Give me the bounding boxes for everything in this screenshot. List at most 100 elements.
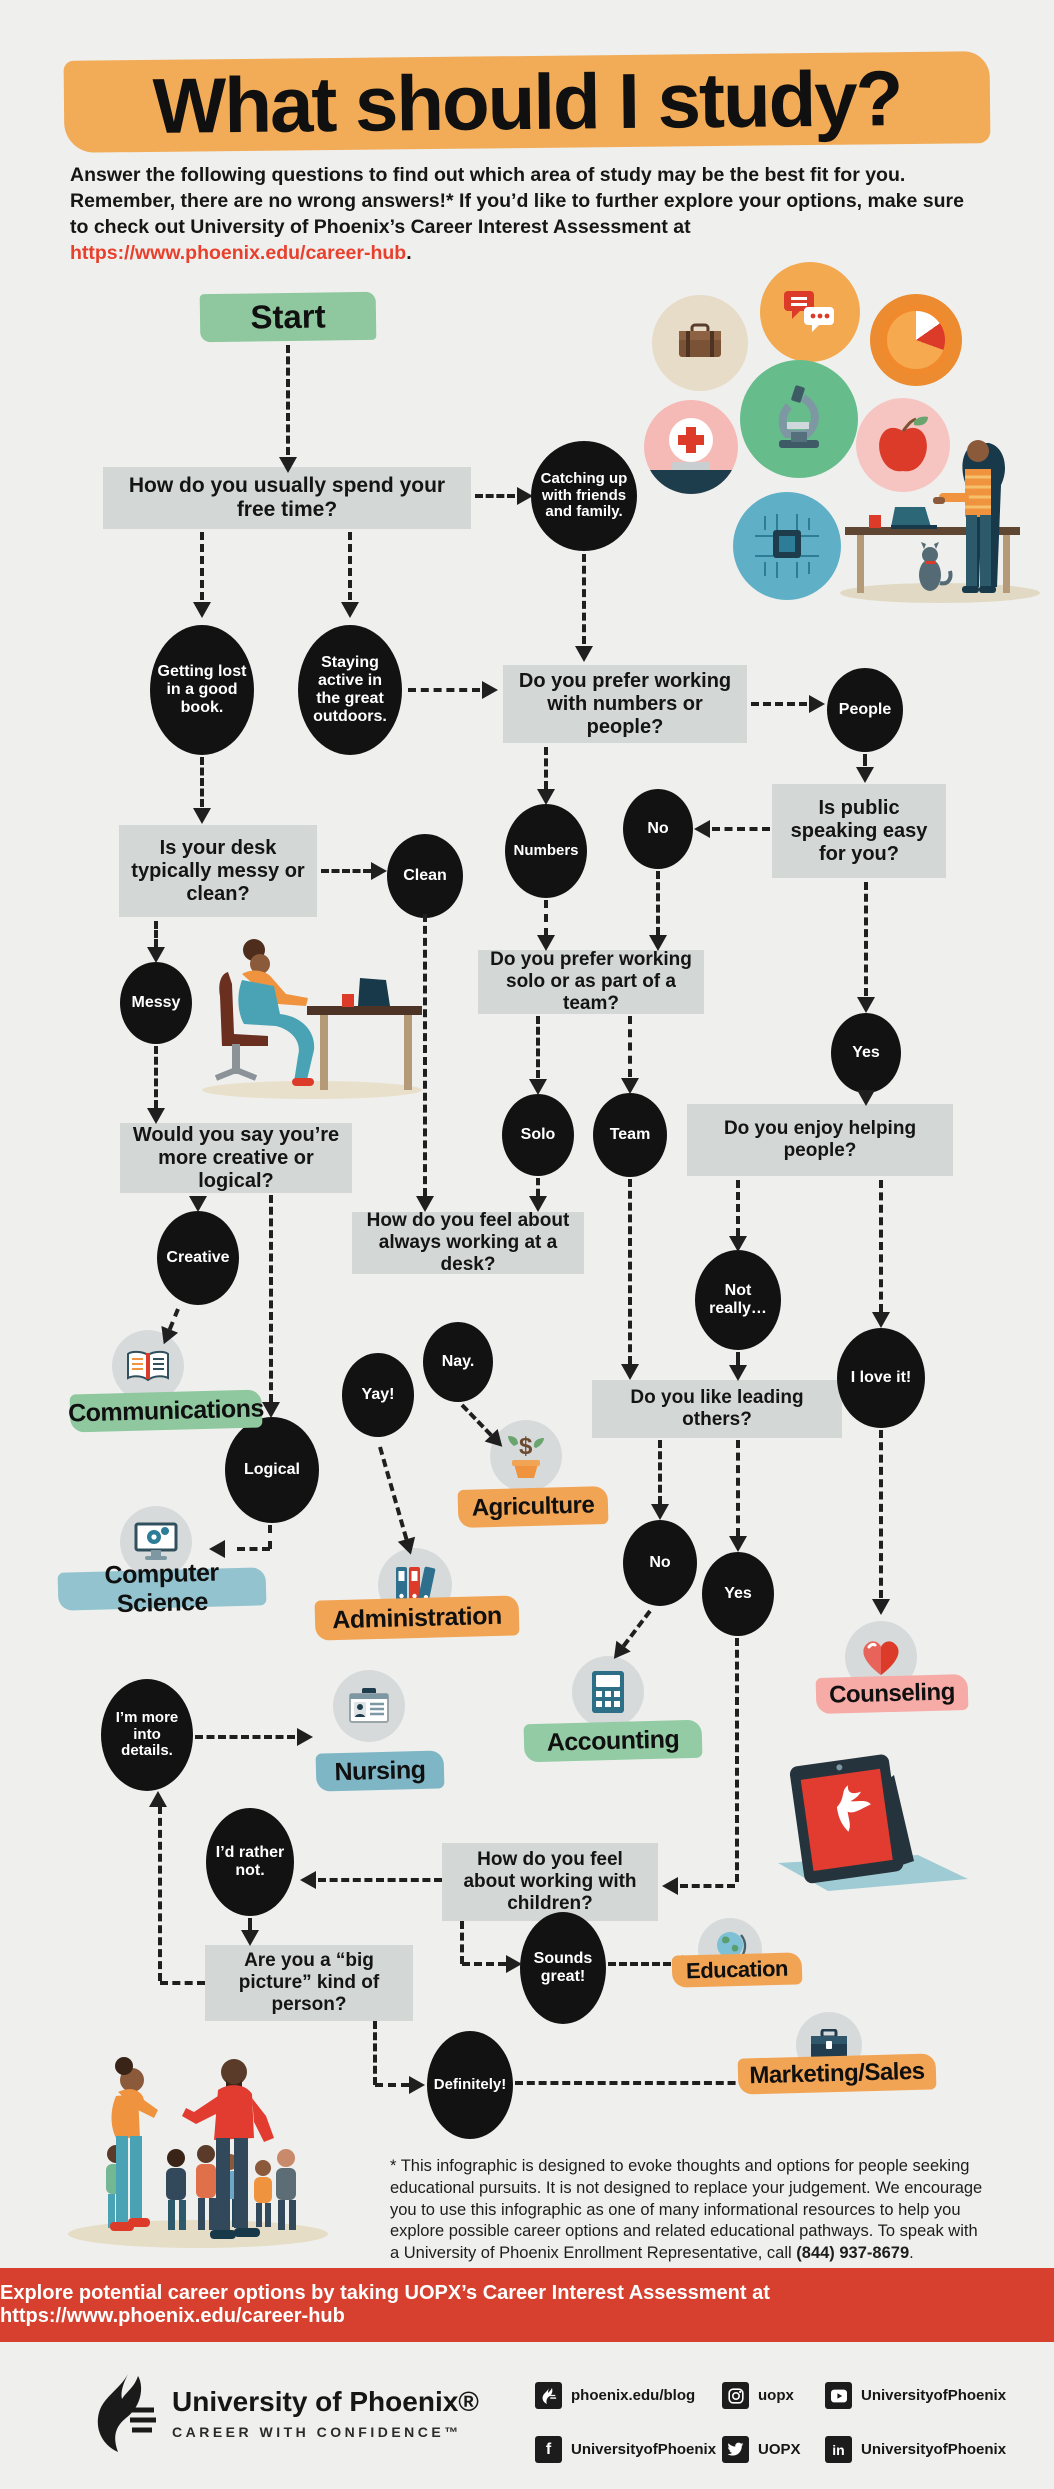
microscope-icon: [778, 385, 819, 448]
answer-solo: Solo: [502, 1094, 574, 1176]
social-linkedin-label: UniversityofPhoenix: [861, 2441, 1007, 2458]
monitor-gear-icon: [134, 1522, 178, 1560]
question-creative-or-logical: Would you say you’re more creative or lo…: [120, 1123, 352, 1193]
social-blog-label: phoenix.edu/blog: [571, 2387, 696, 2404]
disclaimer-body: * This infographic is designed to evoke …: [390, 2157, 983, 2263]
question-desk-messy-clean: Is your desk typically messy or clean?: [119, 825, 317, 917]
briefcase-bubble: [652, 295, 748, 391]
title-highlight: What should I study?: [63, 51, 991, 153]
chip-icon: [755, 514, 819, 578]
answer-getting-lost: Getting lost in a good book.: [150, 625, 254, 755]
question-numbers-or-people: Do you prefer working with numbers or pe…: [503, 665, 747, 743]
outcome-computer-science: Computer Science: [57, 1559, 267, 1618]
id-badge-icon: [349, 1688, 389, 1723]
no-to-accounting-arrow: [606, 1606, 657, 1665]
answer-yay: Yay!: [342, 1353, 414, 1437]
open-book-icon: [127, 1350, 169, 1382]
apple-bubble: [856, 398, 950, 492]
accounting-icon-circle: [572, 1656, 644, 1728]
binders-icon: [396, 1566, 436, 1604]
social-twitter-label: UOPX: [758, 2441, 801, 2458]
communications-icon-circle: [112, 1330, 184, 1402]
outcome-communications: Communications: [68, 1389, 264, 1433]
social-youtube-label: UniversityofPhoenix: [861, 2387, 1007, 2404]
question-solo-or-team: Do you prefer working solo or as part of…: [478, 949, 704, 1014]
nursing-icon-circle: [333, 1670, 405, 1742]
linkedin-icon: in: [825, 2436, 852, 2463]
foreground-woman: [110, 2057, 158, 2231]
answer-more-details: I’m more into details.: [101, 1679, 193, 1791]
answer-sounds-great: Sounds great!: [520, 1912, 606, 2024]
answer-logical: Logical: [225, 1417, 319, 1523]
outcome-accounting: Accounting: [523, 1719, 703, 1763]
intro-text: Answer the following questions to find o…: [70, 164, 964, 239]
tablet-illustration: [778, 1754, 968, 1891]
facebook-icon: f: [535, 2436, 562, 2463]
brand-tagline: CAREER WITH CONFIDENCE™: [172, 2424, 462, 2440]
start-label: Start: [199, 291, 377, 343]
question-public-speaking: Is public speaking easy for you?: [772, 784, 946, 878]
social-instagram[interactable]: uopx: [722, 2382, 794, 2409]
answer-no-leading: No: [623, 1520, 697, 1606]
agriculture-icon-circle: $: [490, 1420, 562, 1492]
answer-nay: Nay.: [423, 1322, 493, 1402]
answer-team: Team: [593, 1093, 667, 1177]
answer-staying-active: Staying active in the great outdoors.: [298, 625, 402, 755]
intro-suffix: .: [406, 242, 412, 265]
question-helping-people: Do you enjoy helping people?: [687, 1104, 953, 1176]
svg-text:$: $: [519, 1433, 533, 1460]
medical-bubble: [644, 400, 738, 494]
pie-chart-icon: [881, 305, 951, 375]
outcome-administration: Administration: [314, 1595, 520, 1641]
calculator-icon: [592, 1671, 624, 1713]
social-blog[interactable]: phoenix.edu/blog: [535, 2382, 695, 2409]
answer-not-really: Not really…: [695, 1250, 781, 1350]
outcome-agriculture: Agriculture: [457, 1486, 609, 1528]
social-twitter[interactable]: UOPX: [722, 2436, 801, 2463]
computer-science-icon-circle: [120, 1506, 192, 1578]
medical-cross-icon: [644, 418, 738, 494]
briefcase-icon: [679, 323, 721, 357]
answer-numbers: Numbers: [505, 804, 587, 898]
instagram-icon: [722, 2382, 749, 2409]
answer-i-love-it: I love it!: [837, 1328, 925, 1428]
career-hub-link[interactable]: https://www.phoenix.edu/career-hub: [70, 242, 407, 265]
cta-banner[interactable]: Explore potential career options by taki…: [0, 2268, 1054, 2342]
answer-clean: Clean: [387, 834, 463, 918]
twitter-icon: [722, 2436, 749, 2463]
apple-icon: [879, 416, 928, 472]
answer-yes-public-speaking: Yes: [831, 1013, 901, 1093]
chat-icon: [784, 291, 834, 332]
phoenix-blog-icon: [535, 2382, 562, 2409]
social-linkedin[interactable]: in UniversityofPhoenix: [825, 2436, 1006, 2463]
heart-icon: [863, 1641, 899, 1675]
question-big-picture: Are you a “big picture” kind of person?: [205, 1945, 413, 2021]
plant-dollar-icon: $: [508, 1433, 544, 1478]
phone-number: (844) 937-8679: [796, 2244, 910, 2263]
foreground-man: [182, 2059, 274, 2239]
question-free-time: How do you usually spend your free time?: [103, 467, 471, 529]
question-working-with-children: How do you feel about working with child…: [442, 1843, 658, 1921]
answer-messy: Messy: [120, 962, 192, 1044]
creative-to-communications-arrow: [155, 1306, 186, 1348]
answer-catching-up: Catching up with friends and family.: [531, 441, 637, 551]
outcome-education: Education: [671, 1952, 803, 1988]
answer-creative: Creative: [157, 1211, 239, 1305]
question-leading-others: Do you like leading others?: [592, 1380, 842, 1438]
standing-woman-illustration: [840, 440, 1040, 603]
social-facebook[interactable]: f UniversityofPhoenix: [535, 2436, 716, 2463]
social-youtube[interactable]: UniversityofPhoenix: [825, 2382, 1006, 2409]
page-title: What should I study?: [152, 53, 902, 150]
sitting-woman-illustration: [202, 939, 422, 1099]
nay-to-agriculture-arrow: [456, 1399, 509, 1453]
answer-people: People: [827, 668, 903, 752]
chat-bubble: [760, 262, 860, 362]
pie-chart-bubble: [870, 294, 962, 386]
yay-to-administration-arrow: [371, 1445, 420, 1558]
phoenix-logo-icon: [97, 2374, 156, 2452]
answer-rather-not: I’d rather not.: [206, 1808, 294, 1916]
outcome-counseling: Counseling: [815, 1674, 969, 1714]
question-desk-always: How do you feel about always working at …: [352, 1210, 584, 1275]
answer-definitely: Definitely!: [427, 2031, 513, 2139]
